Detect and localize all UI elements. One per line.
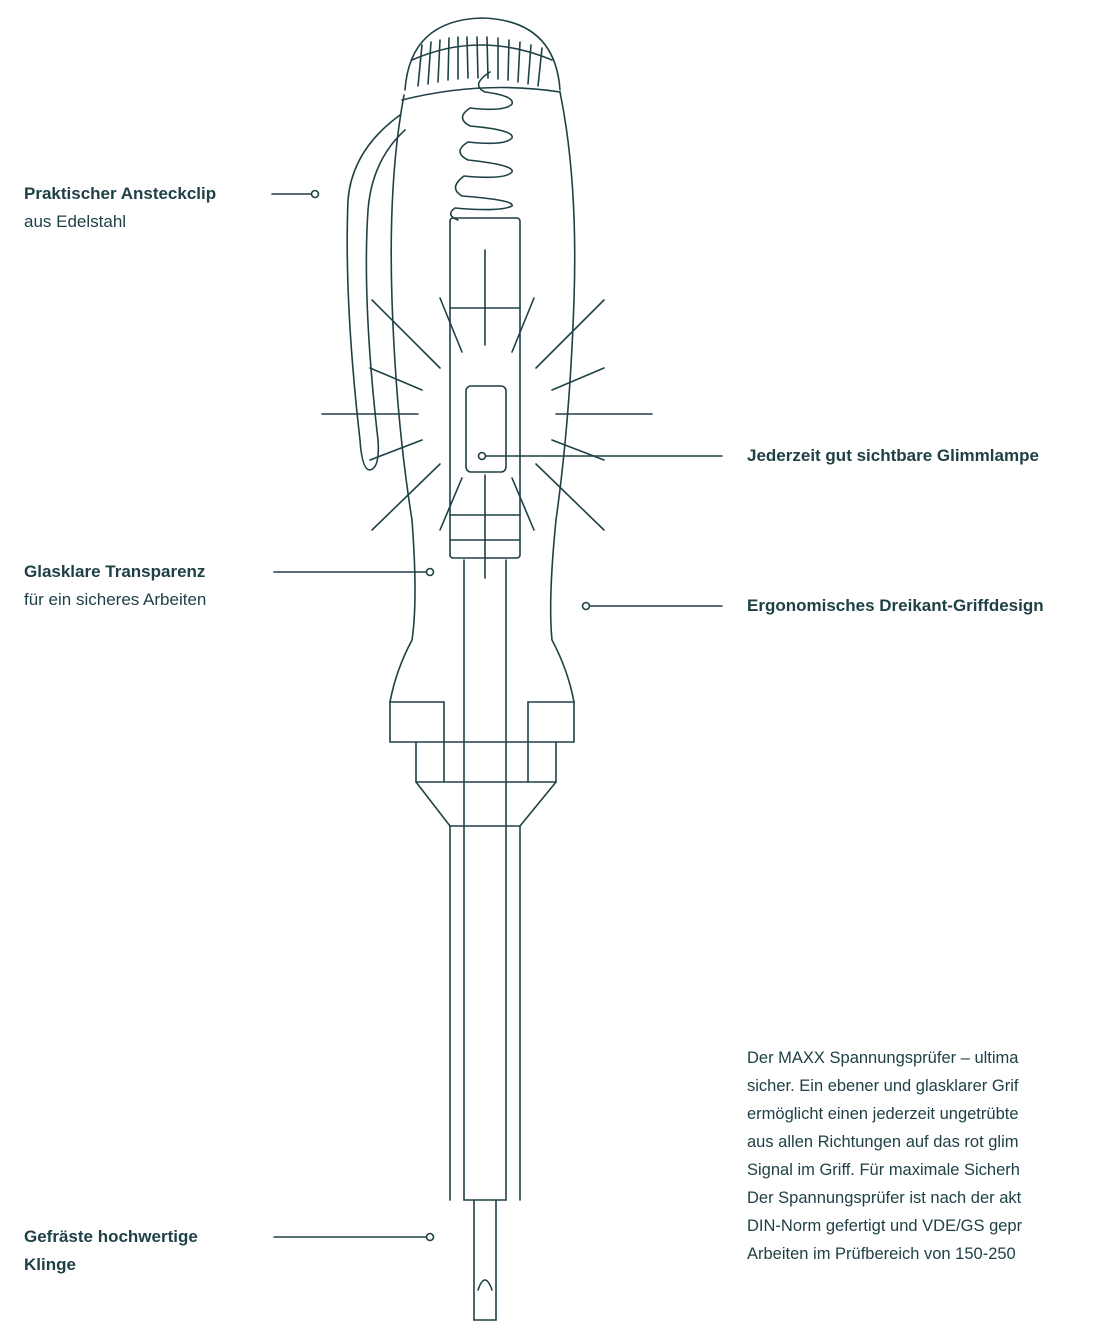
handle-outline (390, 92, 575, 702)
description-line: Arbeiten im Prüfbereich von 150-250 (747, 1240, 1099, 1268)
callout-blade: Gefräste hochwertige Klinge (24, 1223, 198, 1279)
description-line: DIN-Norm gefertigt und VDE/GS gepr (747, 1212, 1099, 1240)
callout-clip: Praktischer Ansteckclip aus Edelstahl (24, 180, 216, 236)
description-line: Der MAXX Spannungsprüfer – ultima (747, 1044, 1099, 1072)
clip (347, 115, 405, 470)
callout-blade-sub: Klinge (24, 1251, 198, 1279)
callout-lamp: Jederzeit gut sichtbare Glimmlampe (747, 442, 1039, 470)
description-text: Der MAXX Spannungsprüfer – ultima sicher… (747, 1044, 1099, 1268)
callout-blade-title: Gefräste hochwertige (24, 1223, 198, 1251)
callout-grip: Ergonomisches Dreikant-Griffdesign (747, 592, 1044, 620)
callout-transparency: Glasklare Transparenz für ein sicheres A… (24, 558, 206, 614)
glow-rays (322, 298, 652, 530)
callout-transparency-title: Glasklare Transparenz (24, 558, 206, 586)
collar (390, 702, 574, 1200)
spring (451, 72, 513, 220)
handle-cap (402, 18, 560, 100)
callout-clip-title: Praktischer Ansteckclip (24, 180, 216, 208)
lamp-housing (450, 218, 520, 578)
description-line: Der Spannungsprüfer ist nach der akt (747, 1184, 1099, 1212)
description-line: aus allen Richtungen auf das rot glim (747, 1128, 1099, 1156)
description-line: sicher. Ein ebener und glasklarer Grif (747, 1072, 1099, 1100)
callout-clip-sub: aus Edelstahl (24, 208, 216, 236)
description-line: ermöglicht einen jederzeit ungetrübte (747, 1100, 1099, 1128)
description-line: Signal im Griff. Für maximale Sicherh (747, 1156, 1099, 1184)
callout-transparency-sub: für ein sicheres Arbeiten (24, 586, 206, 614)
leader-lines (272, 191, 722, 1241)
callout-grip-title: Ergonomisches Dreikant-Griffdesign (747, 592, 1044, 620)
shaft-blade (464, 560, 506, 1320)
callout-lamp-title: Jederzeit gut sichtbare Glimmlampe (747, 442, 1039, 470)
